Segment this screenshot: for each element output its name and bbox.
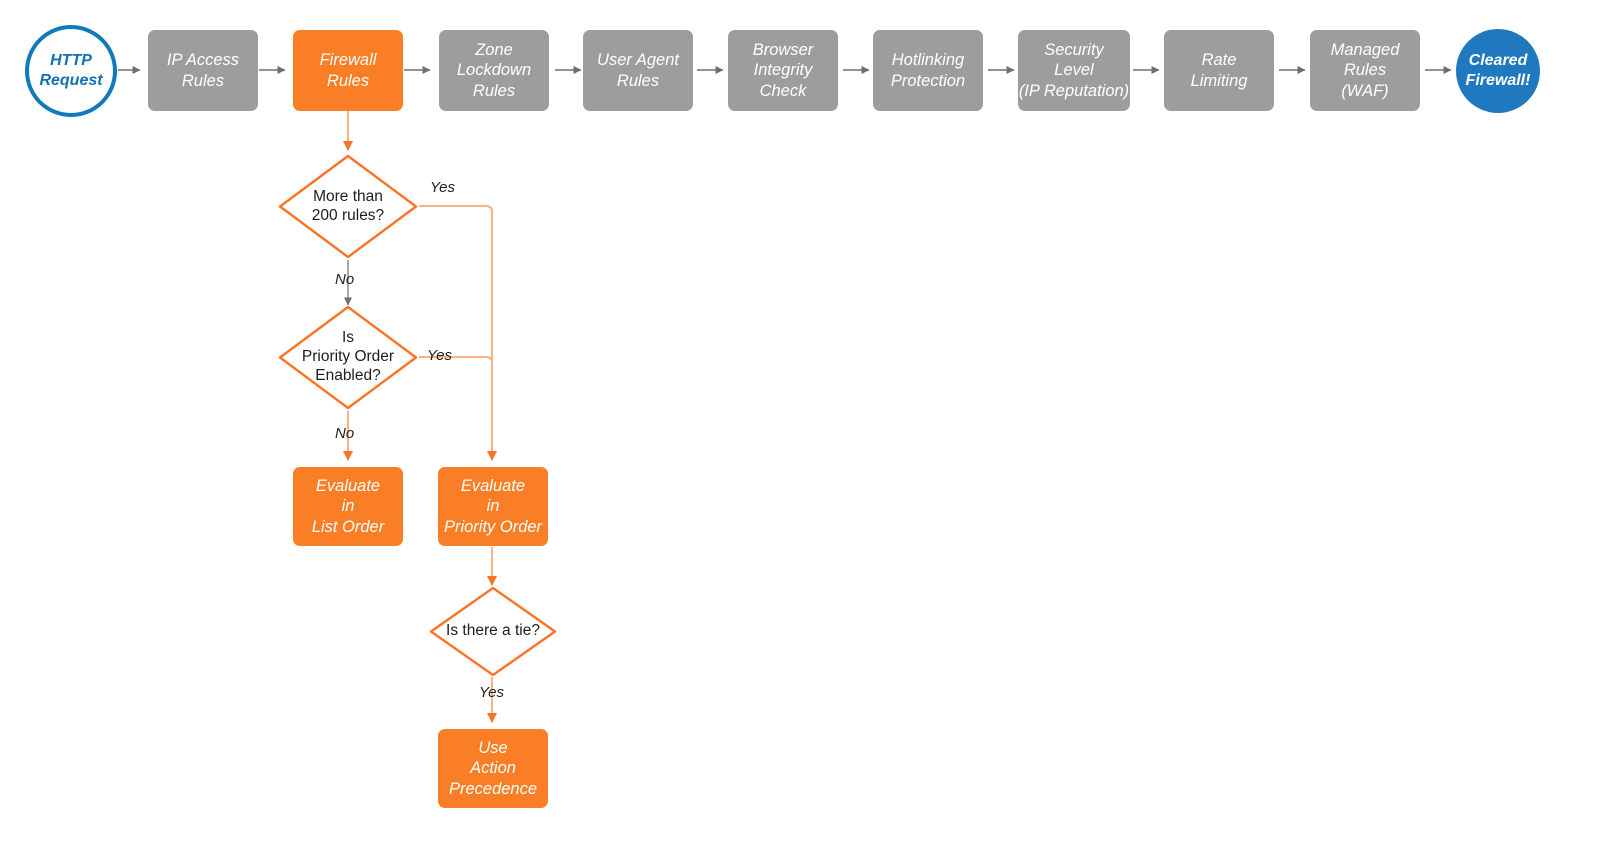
node-label: More than 200 rules?: [311, 187, 385, 224]
node-http-request[interactable]: HTTP Request: [25, 25, 117, 117]
diamond-shape: [278, 154, 418, 259]
node-use-action-precedence[interactable]: Use Action Precedence: [438, 729, 548, 808]
node-evaluate-in-list-order[interactable]: Evaluate in List Order: [293, 467, 403, 546]
node-security-level[interactable]: Security Level (IP Reputation): [1018, 30, 1130, 111]
node-label: Use Action Precedence: [448, 739, 538, 798]
node-zone-lockdown-rules[interactable]: Zone Lockdown Rules: [439, 30, 549, 111]
node-is-there-a-tie[interactable]: Is there a tie?: [428, 585, 558, 678]
node-label: Managed Rules (WAF): [1330, 41, 1400, 100]
node-label: HTTP Request: [39, 52, 103, 89]
node-managed-rules-waf[interactable]: Managed Rules (WAF): [1310, 30, 1420, 111]
edge-decision1-yes-to-priority: [419, 205, 497, 461]
edge-label-more-rules-no: No: [335, 271, 355, 288]
node-label: Firewall Rules: [319, 51, 377, 90]
node-label: Evaluate in List Order: [311, 477, 385, 536]
node-more-than-200-rules[interactable]: More than 200 rules?: [277, 153, 419, 260]
node-label: Is Priority Order Enabled?: [301, 329, 395, 384]
node-browser-integrity-check[interactable]: Browser Integrity Check: [728, 30, 838, 111]
node-hotlinking-protection[interactable]: Hotlinking Protection: [873, 30, 983, 111]
node-label: Cleared Firewall!: [1465, 52, 1531, 89]
edge-label-more-rules-yes: Yes: [430, 179, 456, 196]
node-rate-limiting[interactable]: Rate Limiting: [1164, 30, 1274, 111]
edge-label-priority-no: No: [335, 425, 355, 442]
diamond-shape: [429, 586, 557, 677]
node-label: Browser Integrity Check: [752, 41, 814, 100]
edge-label-priority-yes: Yes: [427, 347, 453, 364]
diamond-shape: [278, 305, 418, 410]
node-label: Zone Lockdown Rules: [456, 41, 532, 100]
node-ip-access-rules[interactable]: IP Access Rules: [148, 30, 258, 111]
node-firewall-rules[interactable]: Firewall Rules: [293, 30, 403, 111]
node-label: Hotlinking Protection: [890, 51, 966, 90]
edge-decision2-yes-to-priority: [419, 356, 493, 420]
node-evaluate-in-priority-order[interactable]: Evaluate in Priority Order: [438, 467, 548, 546]
node-label: Evaluate in Priority Order: [443, 477, 543, 536]
edge-label-tie-yes: Yes: [479, 684, 505, 701]
node-cleared-firewall[interactable]: Cleared Firewall!: [1456, 29, 1540, 113]
node-user-agent-rules[interactable]: User Agent Rules: [583, 30, 693, 111]
node-label: Is there a tie?: [446, 622, 540, 640]
node-label: Rate Limiting: [1190, 51, 1248, 90]
node-is-priority-order-enabled[interactable]: Is Priority Order Enabled?: [277, 304, 419, 411]
node-label: User Agent Rules: [597, 51, 679, 90]
node-label: IP Access Rules: [166, 51, 240, 90]
node-label: Security Level (IP Reputation): [1018, 41, 1130, 100]
